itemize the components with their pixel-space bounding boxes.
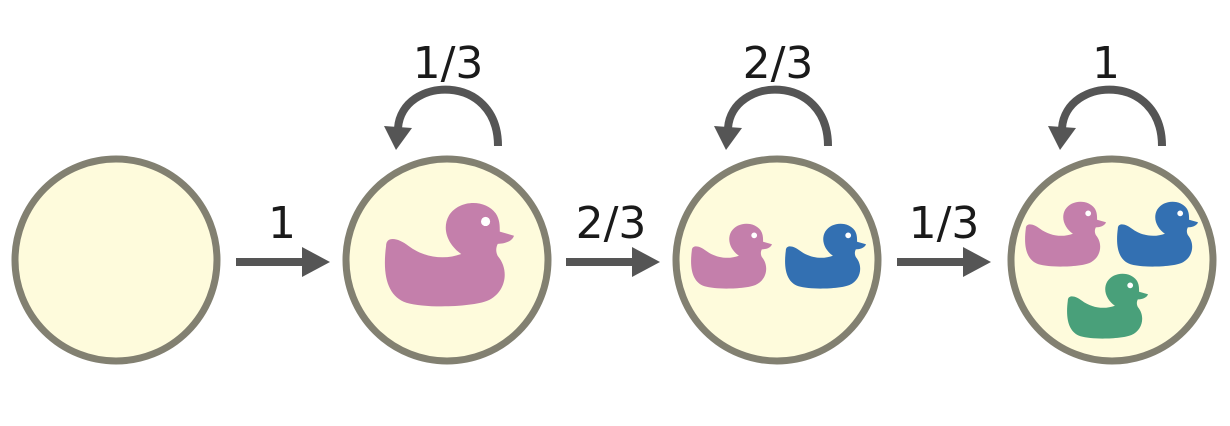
self-loop-arrow-2: 2/3 bbox=[714, 38, 832, 150]
transition-label: 1 bbox=[268, 198, 296, 249]
self-loop-label: 1 bbox=[1092, 38, 1120, 89]
state-empty bbox=[11, 155, 221, 365]
state-three-ducks bbox=[1007, 155, 1217, 365]
transition-arrow-2: 2/3 bbox=[566, 198, 660, 277]
transition-label: 2/3 bbox=[576, 198, 647, 249]
self-loop-arrow-3: 1 bbox=[1048, 38, 1166, 150]
transition-label: 1/3 bbox=[909, 198, 980, 249]
transition-arrow-3: 1/3 bbox=[897, 198, 991, 277]
transition-arrow-1: 1 bbox=[236, 198, 330, 277]
state-one-duck bbox=[342, 155, 552, 365]
self-loop-label: 1/3 bbox=[413, 38, 484, 89]
self-loop-label: 2/3 bbox=[743, 38, 814, 89]
state-two-ducks bbox=[672, 155, 882, 365]
self-loop-arrow-1: 1/3 bbox=[384, 38, 502, 150]
